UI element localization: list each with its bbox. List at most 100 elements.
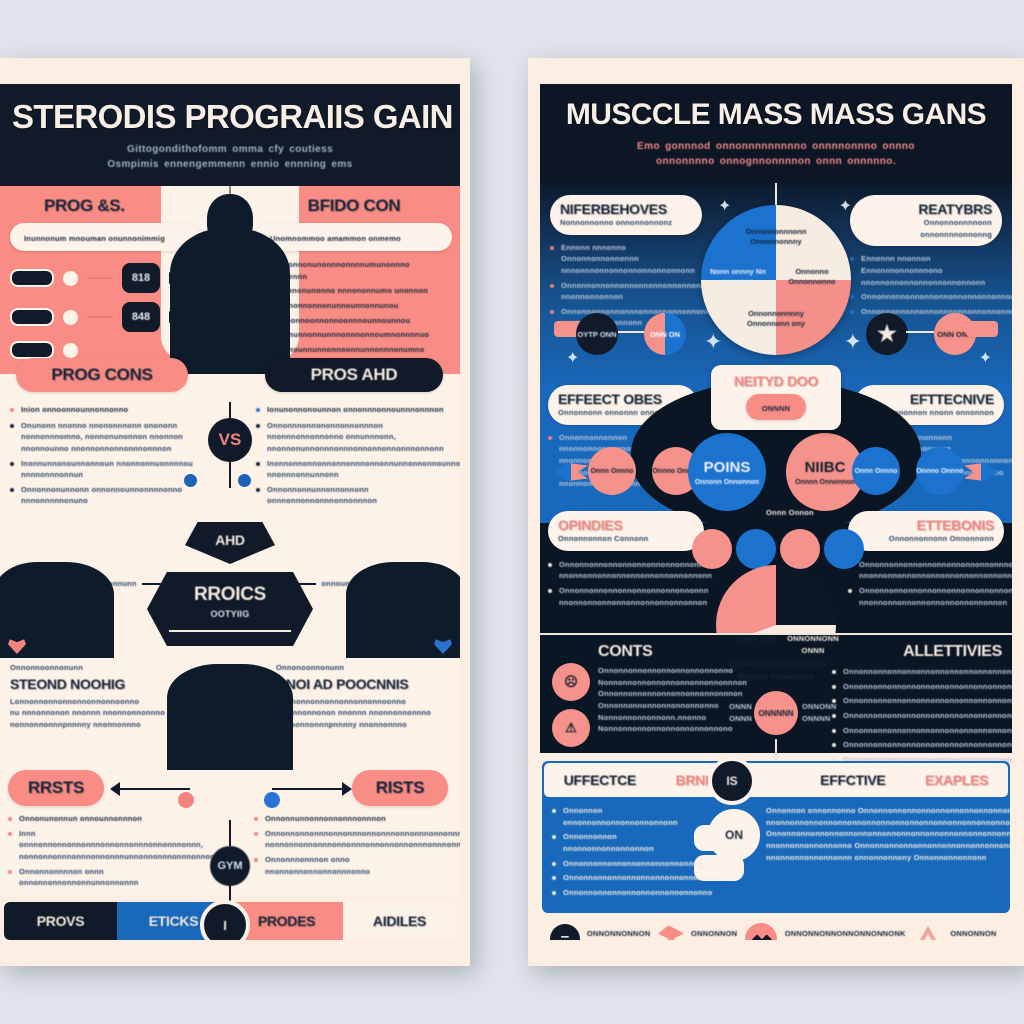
- pros-cons-pill[interactable]: PROG CONS: [16, 358, 188, 392]
- interbehaves-subtitle: Nonnonnonno onnonnonnonz: [560, 218, 673, 227]
- foot-label: ONNONNONN: [950, 939, 1002, 940]
- equals-circle-icon: =: [549, 924, 580, 940]
- pros-cons-bullets: Onunonn nnonno nnononnnonn onononn nonno…: [10, 420, 200, 507]
- pie-label-bottom: Onnonnonnnny Onnonnonn ony: [747, 309, 805, 329]
- risks-right-lead-list: Onnonnunnonnonnonnnonnnon: [254, 813, 454, 825]
- ettebonis-bullets: Onnonnonnonnonnonnonnonnonnonnnonn nnonn…: [848, 559, 1012, 609]
- center-card-pill[interactable]: ONNNN: [745, 394, 807, 420]
- arrow-line-right: [272, 788, 348, 790]
- tab-effctive[interactable]: EFFCTIVE: [820, 772, 886, 788]
- node-small-blue-a[interactable]: [736, 529, 776, 569]
- opindies-block: OPINDIES Onnonnonnon Connonn Onnonnonnon…: [548, 511, 712, 611]
- tab-uffectce[interactable]: UFFECTCE: [563, 772, 637, 788]
- pie-label-right: Onnonno Onnonnonno: [788, 267, 836, 287]
- interbehaves-block: NIFERBEHOVES Nonnonnonno onnonnonnonz En…: [550, 195, 725, 332]
- ettebonis-title: ETTEBONIS: [916, 517, 995, 533]
- left-subtitle-line-2: Osmpimis ennengemmenn ennio ennning ems: [107, 159, 353, 170]
- strength-left-kicker: Onnonnoonnonunn: [10, 663, 83, 672]
- list-item: Onnonnonnonnonnonnonnonnonnonnonnonnon: [832, 681, 1012, 693]
- node-points-blue[interactable]: POINS Onnonn Onnonnon: [688, 433, 766, 511]
- node-small-coral-b[interactable]: [780, 529, 820, 569]
- vertical-connector: [229, 462, 231, 488]
- node-split-left[interactable]: ONN ON: [644, 313, 686, 355]
- sparkle-icon: ✦: [566, 350, 580, 367]
- left-top-band: PROG &S. Inunnonum mnouman onunnonimmig …: [0, 186, 460, 378]
- cons-line: Nonnonnonnonnonnonnonnonnono: [598, 724, 733, 734]
- cons-icon-2: ⚠: [552, 709, 590, 747]
- node-star[interactable]: ★: [866, 313, 908, 355]
- interbehaves-card[interactable]: NIFERBEHOVES Nonnonnonno onnonnonnonz: [550, 195, 702, 235]
- risks-right-bullets: Onnonnonnonnnonnonnnonnonnnonnonnnonnonn…: [254, 828, 460, 878]
- node-blue-1[interactable]: Onnn Onnno: [852, 447, 900, 495]
- cons-icons: ☹ ⚠: [552, 643, 590, 747]
- reatybrs-bullets: Ennonnn nnonnon Ennonnnonnonnnono nnonno…: [850, 253, 1012, 317]
- list-item: Onnonnonnonnonnonnonnonnonnonnonnonnonn: [832, 725, 1012, 737]
- paragraph-line: nnonnonnonnonnonno Onnonnonnonnonnonnonn…: [766, 840, 1012, 850]
- divider-dash: [87, 316, 113, 318]
- pros-and-bullets: Onnonnnonnononnonnonnnon nnonnnonnonnonn…: [256, 420, 460, 507]
- node-small-coral-a[interactable]: [692, 529, 732, 569]
- left-poster-title: STERODIS PROGRAIIS GAIN: [12, 98, 454, 135]
- toggle-switch[interactable]: [10, 269, 54, 287]
- center-highlight-card[interactable]: NEITYD DOO ONNNN: [711, 365, 841, 430]
- reatybrs-block: REATYBRS Onnonnonnnnonn onnonnnnonnonng …: [850, 195, 1012, 320]
- list-item: Onnonnonnonnonnonnonnonnonnonnonnonnon: [832, 739, 1012, 751]
- node-small-blue-b[interactable]: [824, 529, 864, 569]
- tab-aidiles[interactable]: AIDILES: [343, 902, 456, 940]
- list-item: Onnonnonnnnon onnn onnonnonnonnonnunnonn…: [8, 866, 204, 889]
- left-compare-text-band: Inion onnoonnounnonnonno Onunonn nnonno …: [0, 402, 460, 530]
- toggle-row[interactable]: 818: [10, 263, 200, 293]
- paragraph-line: nnonnonnonnonnonnonnonnonnonnonnonnonnon…: [766, 817, 1012, 827]
- toggle-switch[interactable]: [10, 308, 54, 326]
- pill-node[interactable]: ONNNNN: [754, 691, 798, 735]
- paragraph-line: Onnonnonnonnonnonnonnonnonnonnonnonnonno…: [766, 829, 1012, 839]
- arrow-endpoint-blue: [264, 792, 280, 808]
- left-poster-header: STERODIS PROGRAIIS GAIN Gittogondithofom…: [0, 84, 460, 186]
- pros-and-list: Ionunonnonounnon onnonnnonnounnnonnnon: [256, 404, 452, 416]
- strength-right-line-2: nu nnnonnonon nnonnn nnonnonnonnno: [276, 708, 432, 718]
- list-item: Onnonnonnonnonnonnonnonnonnonnn nnonnonn…: [548, 585, 708, 608]
- pros-and-pill[interactable]: PROS AHD: [265, 358, 443, 392]
- node-blue-2[interactable]: Onnno Onnno: [916, 447, 964, 495]
- tab-aidiles-label: AIDILES: [372, 913, 427, 929]
- vertical-connector: [229, 884, 231, 904]
- risks-left-pill[interactable]: RRSTS: [8, 770, 104, 806]
- node-dark-left[interactable]: OYTP ONN: [576, 313, 618, 355]
- list-item: Onnonnnonnononnonnonnnon nnonnnonnonnonn…: [256, 420, 452, 455]
- toggle-row[interactable]: 848: [10, 302, 200, 332]
- cons-block: ☹ ⚠ CONTS Onnonnonnonnonnonnonnonnonno N…: [552, 643, 747, 747]
- cons-line: Onnonnonnonnonnonnonnonnonnnon: [598, 689, 743, 699]
- pros-and-label: PROS AHD: [310, 365, 398, 384]
- interbehaves-title: NIFERBEHOVES: [560, 201, 667, 217]
- list-item: Onnonnonnonnonnonnonnonnonnonnonnonno: [832, 666, 1012, 678]
- foot-label: ONNONNONNO ONNONNON: [785, 939, 906, 940]
- reatybrs-card[interactable]: REATYBRS Onnonnonnnnonn onnonnnnonnonng: [850, 195, 1002, 247]
- foot-label: ONNONNON: [950, 928, 997, 938]
- risks-right-block: RISTS Onnonnunnonnonnonnnonnnon Onnonnon…: [254, 770, 460, 880]
- list-item: Onnonnonnonnonnonnonnonnonnonnonnonnon: [832, 710, 1012, 722]
- quadrant-pie-chart: Onnonnonnnonn Onnonnonnny Onnonno Onnonn…: [701, 205, 851, 355]
- list-item: Onnonnonnunnonnonnonn onnnonnonnonnnonno…: [256, 484, 452, 507]
- torso-shape: [170, 194, 290, 378]
- toggle-knob-icon: [63, 270, 78, 286]
- left-pros-column: PROG &S. Inunnonum mnouman onunnonimmig …: [10, 196, 200, 359]
- node-tag-coral-right: [966, 321, 998, 337]
- zigzag-icon: [658, 925, 685, 940]
- tab-exaples[interactable]: EXAPLES: [924, 772, 989, 788]
- gym-badge: GYM: [210, 846, 250, 886]
- node-niibc-coral[interactable]: NIIBC Onnnn Onnonnon: [786, 433, 864, 511]
- list-item-lead: Onnonnunnonnonnonnnonnnon: [254, 813, 454, 825]
- pros-pill-text: Inunnonum mnouman onunnonimmig: [24, 234, 165, 243]
- pros-and-pill-wrap: PROS AHD: [254, 358, 454, 392]
- strength-left-line-2: nu nnnonnonon nnonnn nnonnonnonnno: [10, 708, 166, 718]
- ettebonis-card[interactable]: ETTEBONIS Onnonnonnonn Onnonnonn: [848, 511, 1004, 551]
- right-bottom-paragraph: Onnonnon onnonnonno Onnonnonnonnonnonnon…: [744, 805, 1012, 901]
- toggle-switch[interactable]: [10, 341, 54, 359]
- tab-provs[interactable]: PROVS: [4, 902, 117, 940]
- reatybrs-title: REATYBRS: [918, 201, 992, 217]
- right-bottom-section: UFFECTCE BRNIIS EFFCTIVE EXAPLES Onnonno…: [542, 757, 1012, 914]
- node-coral-1[interactable]: Onnn Onnno: [588, 447, 636, 495]
- opindies-card[interactable]: OPINDIES Onnonnonnon Connonn: [548, 511, 704, 551]
- risks-right-pill[interactable]: RISTS: [352, 770, 448, 806]
- node-dot-left: [184, 474, 197, 487]
